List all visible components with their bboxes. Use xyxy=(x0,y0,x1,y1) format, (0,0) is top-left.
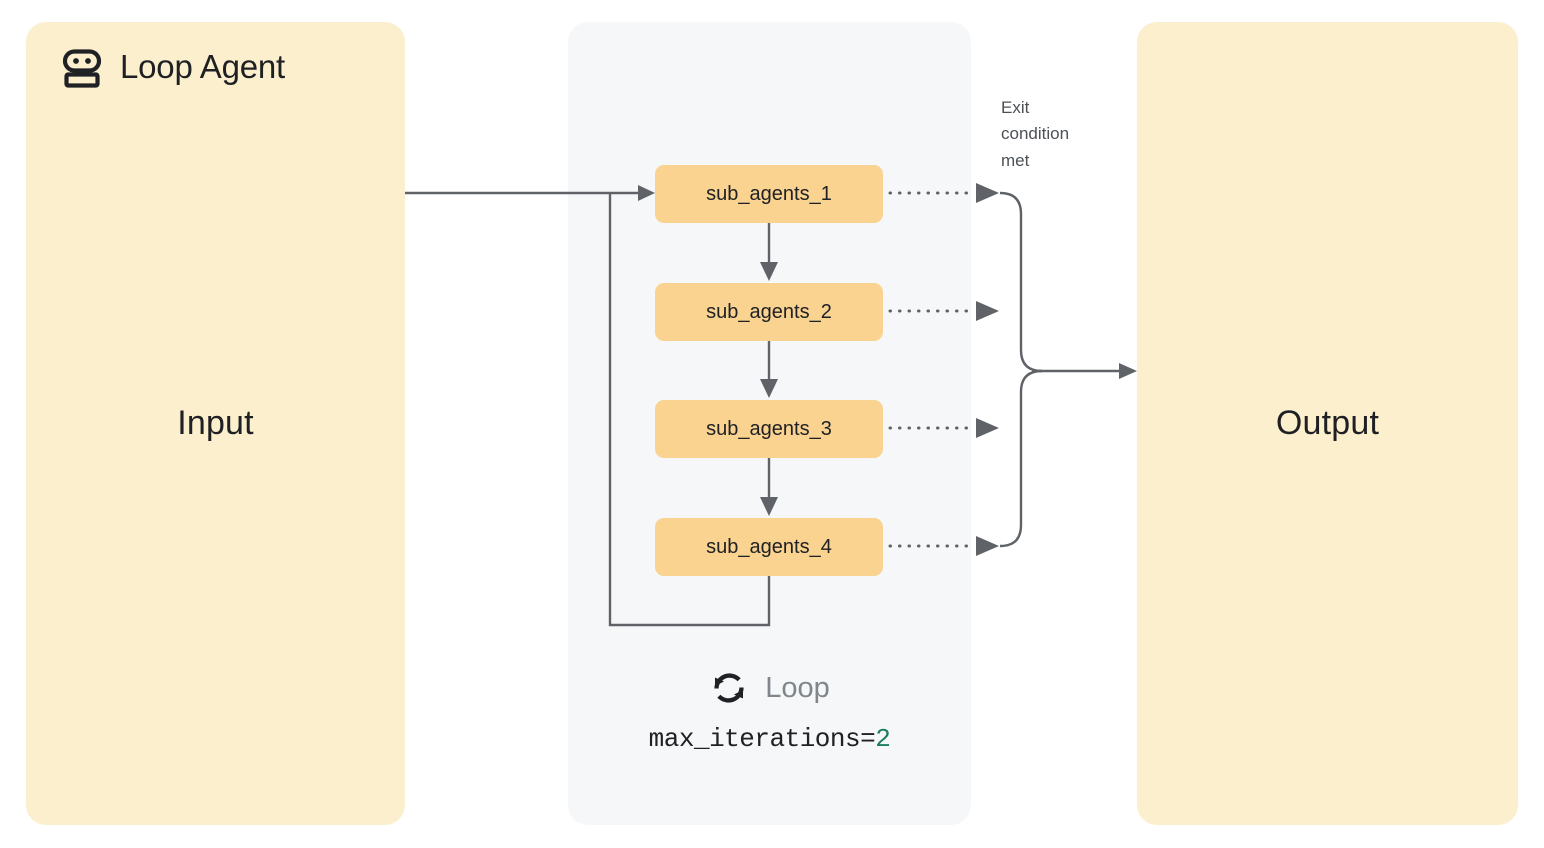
max-iterations-key: max_iterations= xyxy=(648,724,876,754)
loop-row: Loop xyxy=(568,668,971,708)
sub-agent-box[interactable]: sub_agents_1 xyxy=(655,165,883,223)
sub-agent-box[interactable]: sub_agents_3 xyxy=(655,400,883,458)
loop-label: Loop xyxy=(765,671,830,704)
output-panel-label: Output xyxy=(1275,404,1380,442)
sub-agent-label: sub_agents_2 xyxy=(706,300,832,323)
max-iterations-value: 2 xyxy=(875,724,891,754)
connector-exit-collector xyxy=(999,191,1137,548)
sub-agent-box[interactable]: sub_agents_4 xyxy=(655,518,883,576)
input-panel-label: Input xyxy=(177,404,254,442)
robot-icon xyxy=(60,45,104,89)
exit-note-line-2: condition xyxy=(1001,124,1070,144)
loop-icon xyxy=(709,668,749,708)
sub-agent-box[interactable]: sub_agents_2 xyxy=(655,283,883,341)
exit-note-line-3: met xyxy=(1001,150,1030,170)
exit-note-line-1: Exit xyxy=(1001,98,1030,117)
output-panel: Output xyxy=(1137,22,1518,825)
sub-agent-label: sub_agents_4 xyxy=(706,535,832,558)
input-panel: Input xyxy=(26,22,405,825)
exit-condition-note: Exit condition met xyxy=(1001,95,1111,174)
sub-agent-label: sub_agents_3 xyxy=(706,417,832,440)
max-iterations-text: max_iterations=2 xyxy=(568,724,971,754)
sub-agent-label: sub_agents_1 xyxy=(706,182,832,205)
loop-footer: Loop max_iterations=2 xyxy=(568,668,971,755)
loop-agent-header: Loop Agent xyxy=(60,45,285,89)
loop-agent-title: Loop Agent xyxy=(120,48,285,85)
